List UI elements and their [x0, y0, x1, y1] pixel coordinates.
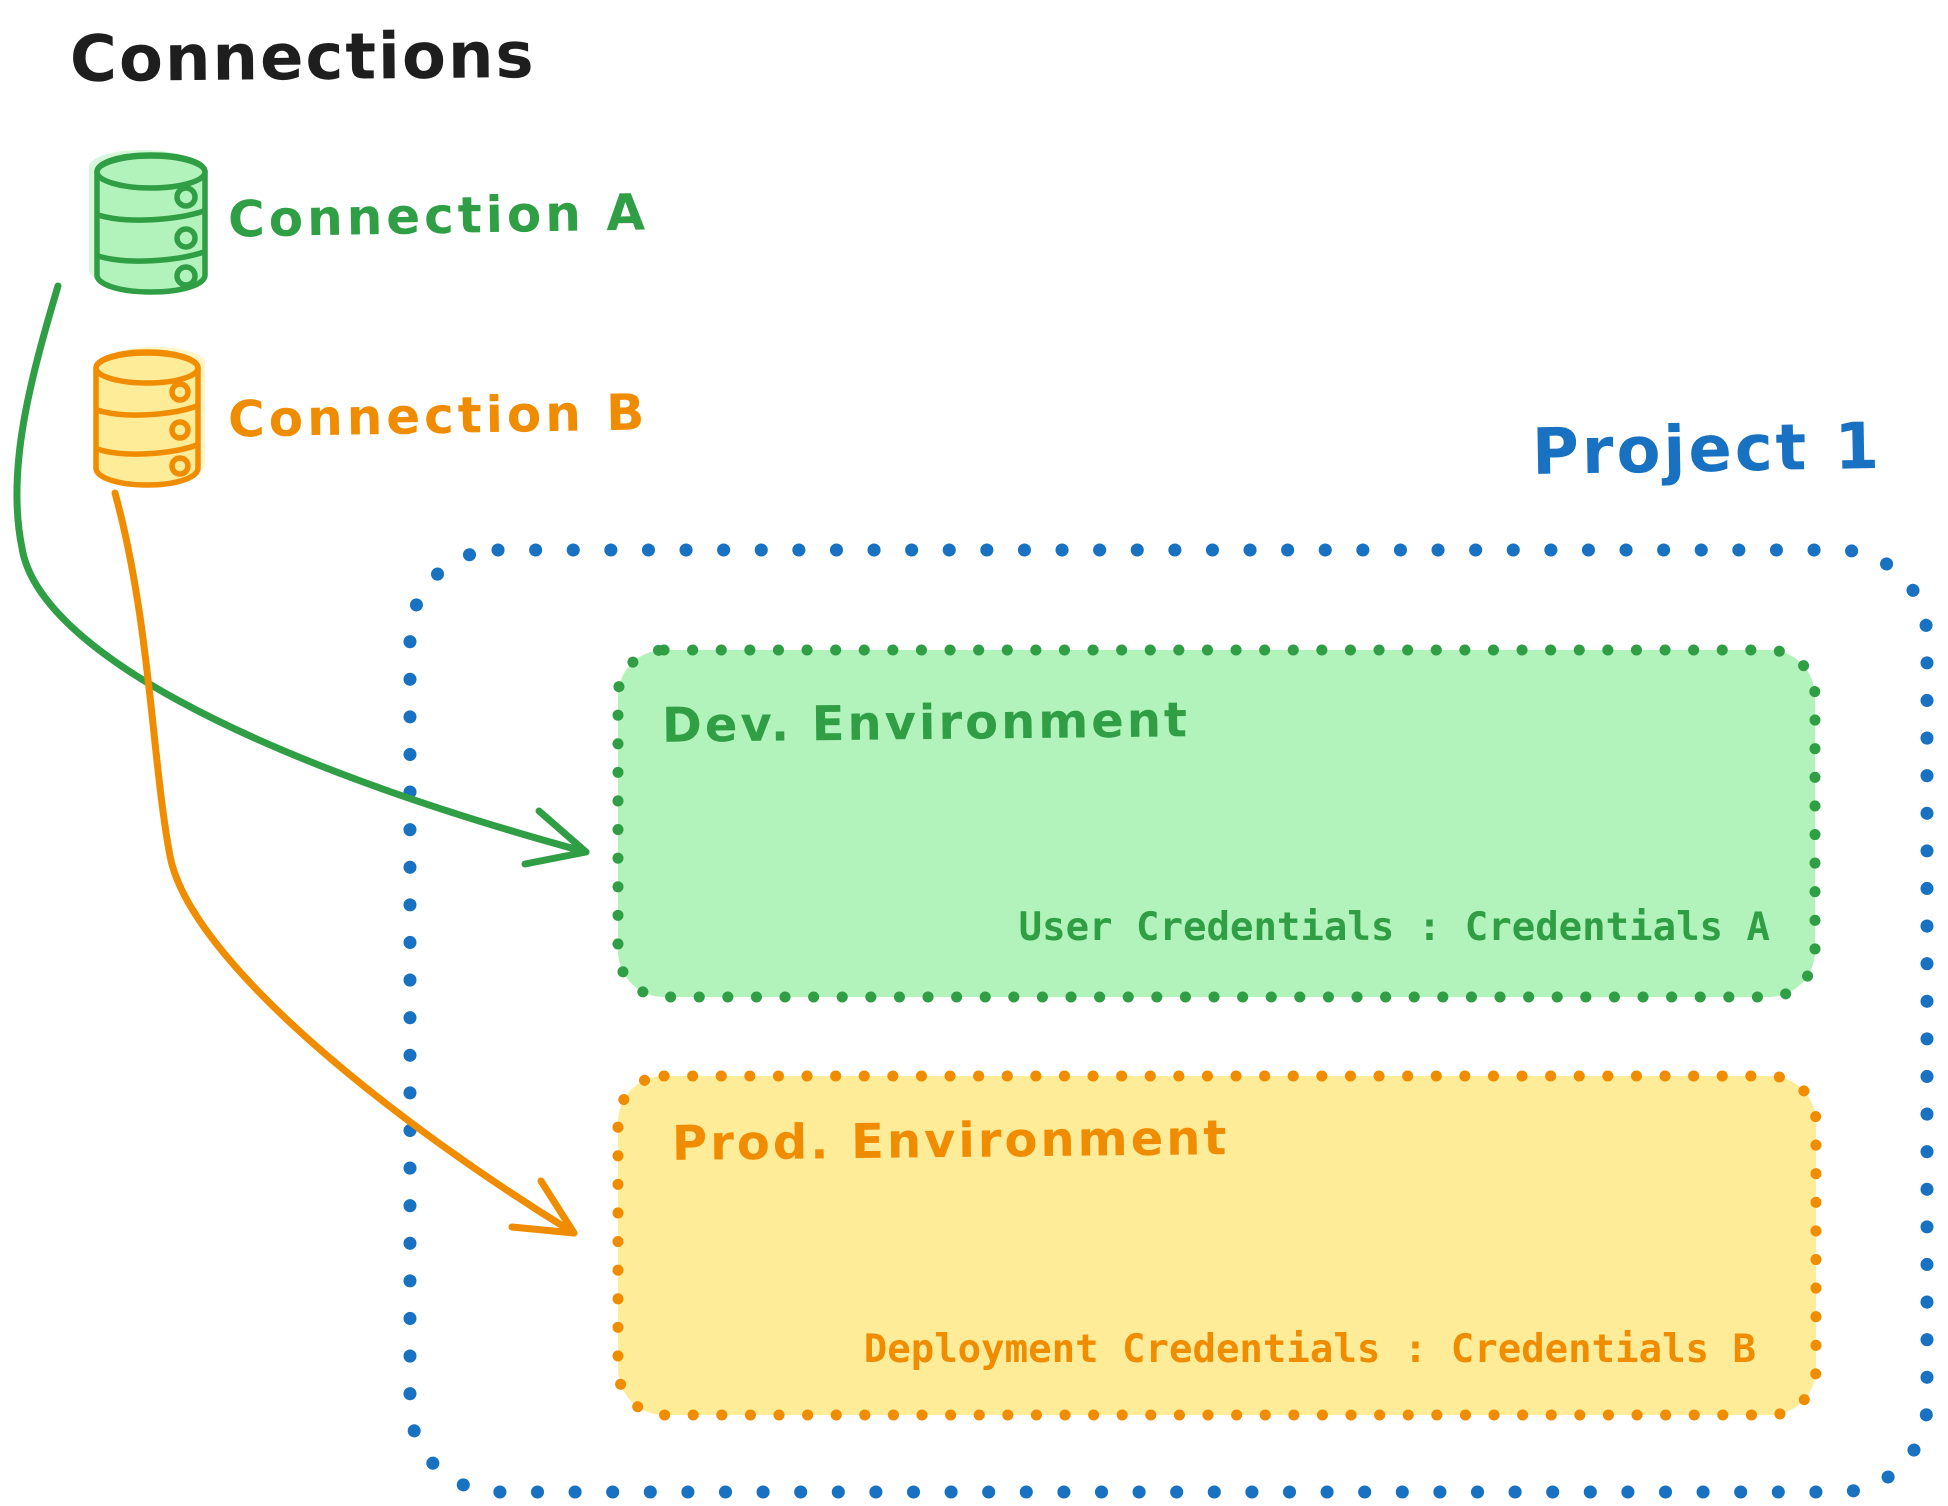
connection-b-arrow: [111, 489, 578, 1237]
diagram-title: Connections: [69, 18, 536, 98]
connection-a-arrow: [13, 282, 590, 868]
dev-environment-title: Dev. Environment: [661, 692, 1191, 754]
project-title: Project 1: [1531, 409, 1883, 491]
prod-environment-title: Prod. Environment: [671, 1110, 1230, 1172]
dev-environment-box: [612, 644, 1821, 1003]
project-box-border: [403, 543, 1934, 1499]
prod-environment-box: [612, 1070, 1822, 1421]
database-icon: [93, 347, 205, 488]
database-icon: [89, 150, 208, 295]
connection-b-label: Connection B: [227, 383, 649, 449]
connection-a-label: Connection A: [227, 183, 650, 249]
prod-environment-credentials: Deployment Credentials : Credentials B: [863, 1327, 1756, 1372]
dev-environment-credentials: User Credentials : Credentials A: [1018, 905, 1770, 950]
